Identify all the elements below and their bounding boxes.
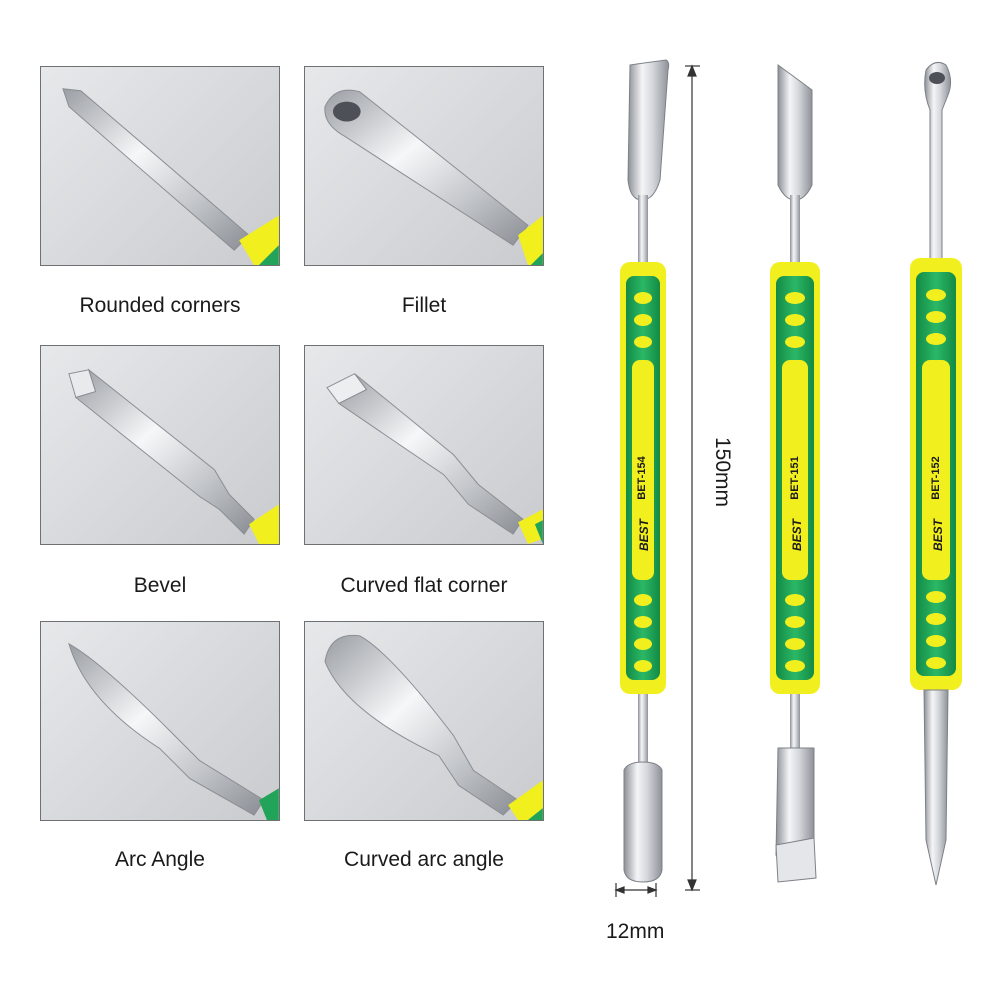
- rounded-corners-tip-photo: [62, 88, 279, 265]
- tool-3-model-label: BET-152: [930, 456, 942, 500]
- tool-2-model-label: BET-151: [789, 456, 801, 500]
- caption-bevel: Bevel: [133, 574, 187, 597]
- tool-bet-152: [910, 61, 962, 886]
- length-dimension-label: 150mm: [711, 436, 734, 508]
- curved-flat-corner-tip-photo: [326, 373, 543, 544]
- fillet-tip-photo: [324, 89, 543, 265]
- tile-curved-flat-corner: [304, 345, 544, 545]
- length-dimension-line: [685, 64, 700, 892]
- curved-arc-angle-tip-photo: [324, 634, 543, 820]
- tools-illustration: [614, 59, 962, 897]
- tool-bet-151: [770, 64, 820, 883]
- caption-fillet: Fillet: [401, 294, 447, 317]
- tool-bet-154: [620, 59, 670, 883]
- tile-curved-arc-angle: [304, 621, 544, 821]
- tools-photo: BET-154 BEST BET-151 BEST BET-152 BEST 1…: [590, 40, 1000, 1000]
- tile-rounded-corners: [40, 66, 280, 266]
- tool-2-brand-logo: BEST: [790, 519, 804, 552]
- tile-arc-angle: [40, 621, 280, 821]
- tile-bevel: [40, 345, 280, 545]
- caption-curved-arc-angle: Curved arc angle: [344, 848, 504, 871]
- width-dimension-line: [614, 883, 658, 897]
- tool-1-brand-logo: BEST: [637, 519, 651, 552]
- width-dimension-label: 12mm: [606, 920, 665, 943]
- bevel-tip-photo: [68, 368, 279, 544]
- caption-arc-angle: Arc Angle: [115, 848, 205, 871]
- caption-curved-flat-corner: Curved flat corner: [340, 574, 508, 597]
- arc-angle-tip-photo: [68, 642, 279, 820]
- tile-fillet: [304, 66, 544, 266]
- tool-1-model-label: BET-154: [636, 456, 648, 500]
- tool-3-brand-logo: BEST: [931, 519, 945, 552]
- caption-rounded-corners: Rounded corners: [79, 294, 241, 317]
